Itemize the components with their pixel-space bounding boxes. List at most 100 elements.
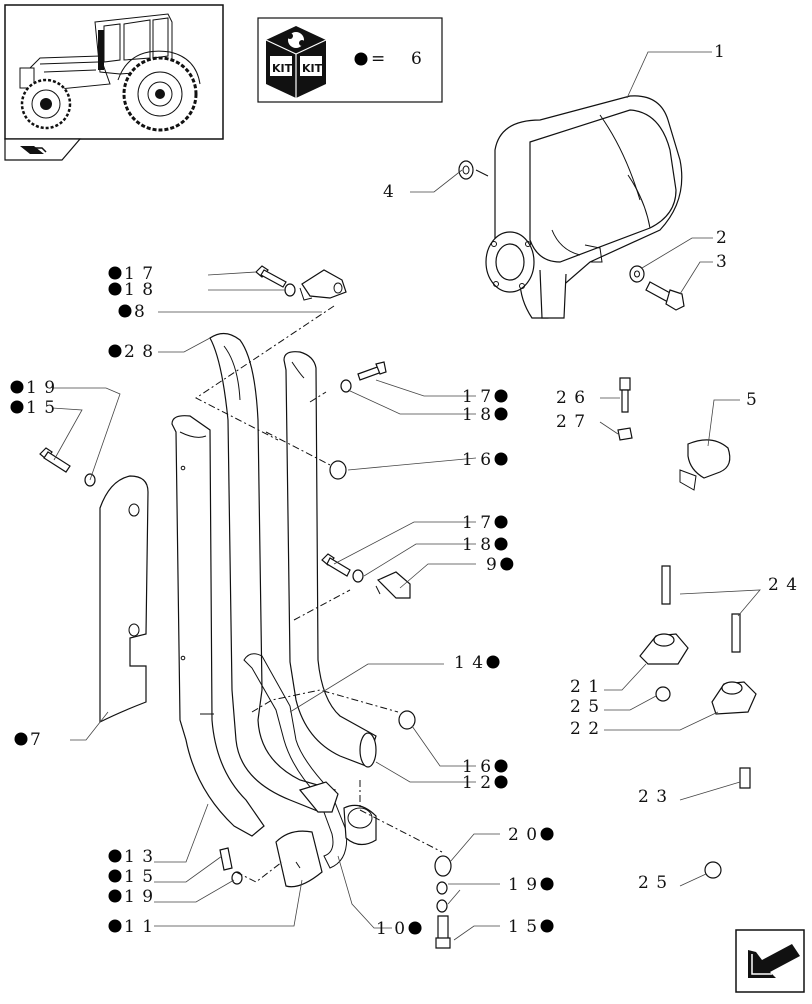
bolt-part-17-lower[interactable]: [321, 553, 351, 577]
callout-c17c[interactable]: 1 7: [462, 513, 508, 533]
bolt-part-15-left[interactable]: [39, 447, 71, 473]
callout-c19c[interactable]: 1 9: [108, 887, 155, 907]
rubber-bushing-part-4[interactable]: [458, 160, 474, 180]
callout-c24[interactable]: 2 4: [768, 575, 798, 595]
spacer-part-25-lower[interactable]: [704, 861, 722, 879]
bracket-part-9[interactable]: [375, 571, 411, 599]
callout-c21[interactable]: 2 1: [570, 677, 600, 697]
muffler-part[interactable]: [475, 95, 683, 319]
nut-part-27[interactable]: [617, 427, 633, 441]
callout-number: 2 5: [638, 873, 668, 893]
spacer-part-25-upper[interactable]: [655, 686, 671, 702]
bracket-part-10[interactable]: [298, 781, 377, 846]
callout-c18c[interactable]: 1 8: [462, 535, 508, 555]
exhaust-pipe-part-12[interactable]: [283, 351, 377, 768]
kit-dot-icon: [500, 557, 514, 571]
washer-part-18-middle[interactable]: [340, 379, 352, 393]
bolt-part-17-top[interactable]: [255, 265, 287, 288]
exhaust-pipe-part-13[interactable]: [171, 415, 265, 837]
callout-c8[interactable]: 8: [118, 302, 146, 322]
washer-part-19-bottom-2[interactable]: [436, 899, 448, 913]
washer-part-19-bottom[interactable]: [436, 881, 448, 895]
washer-part-18-lower[interactable]: [352, 569, 364, 583]
tractor-thumbnail[interactable]: [4, 4, 224, 140]
washer-part-2[interactable]: [629, 265, 645, 283]
kit-dot-icon: [540, 919, 554, 933]
callout-c17a[interactable]: 1 7: [108, 264, 155, 284]
washer-part-18-top[interactable]: [284, 283, 296, 297]
callout-c2[interactable]: 2: [716, 228, 728, 248]
callout-c17b[interactable]: 1 7: [462, 387, 508, 407]
callout-c26[interactable]: 2 6: [556, 388, 586, 408]
callout-c14[interactable]: 1 4: [454, 653, 500, 673]
bracket-part-8[interactable]: [299, 269, 347, 301]
callout-number: 4: [383, 182, 395, 202]
callout-c25a[interactable]: 2 5: [570, 697, 600, 717]
callout-c15b[interactable]: 1 5: [508, 917, 554, 937]
bolt-part-17-middle[interactable]: [357, 361, 387, 381]
bolt-part-15-lower[interactable]: [219, 847, 233, 871]
pipe-tube-part-14[interactable]: [243, 653, 348, 869]
mount-part-22[interactable]: [711, 681, 757, 715]
callout-number: 1 7: [462, 513, 492, 533]
callout-c28[interactable]: 2 8: [108, 342, 155, 362]
mount-part-21[interactable]: [639, 633, 689, 665]
callout-c7[interactable]: 7: [14, 730, 42, 750]
callout-c12[interactable]: 1 2: [462, 773, 508, 793]
callout-c15c[interactable]: 1 5: [108, 867, 155, 887]
callout-number: 2 0: [508, 825, 538, 845]
callout-c20[interactable]: 2 0: [508, 825, 554, 845]
callout-c16b[interactable]: 1 6: [462, 757, 508, 777]
callout-number: 7: [30, 730, 42, 750]
arrow-down-left-icon: [748, 944, 800, 978]
callout-c23[interactable]: 2 3: [638, 787, 668, 807]
view-tab[interactable]: [4, 138, 82, 161]
callout-c9[interactable]: 9: [486, 555, 514, 575]
kit-value: 6: [411, 49, 422, 69]
bolt-part-24-right[interactable]: [731, 613, 741, 653]
bushing-part-20[interactable]: [434, 855, 452, 877]
kit-equals: =: [371, 49, 385, 69]
callout-c4[interactable]: 4: [383, 182, 395, 202]
bolt-part-24-left[interactable]: [661, 565, 671, 605]
callout-c25b[interactable]: 2 5: [638, 873, 668, 893]
heat-shield-part-7[interactable]: [99, 475, 149, 723]
callout-c3[interactable]: 3: [716, 252, 728, 272]
kit-dot-icon: [494, 759, 508, 773]
callout-c5[interactable]: 5: [746, 390, 758, 410]
callout-c22[interactable]: 2 2: [570, 719, 600, 739]
clamp-part-5[interactable]: [679, 439, 731, 491]
bolt-part-3[interactable]: [645, 281, 685, 311]
pin-part-23[interactable]: [739, 767, 751, 789]
callout-c16a[interactable]: 1 6: [462, 450, 508, 470]
callout-c18b[interactable]: 1 8: [462, 405, 508, 425]
exhaust-pipe-part-28[interactable]: [209, 332, 336, 813]
callout-number: 2 3: [638, 787, 668, 807]
bushing-part-16-lower[interactable]: [398, 710, 416, 730]
callout-number: 1 5: [26, 398, 56, 418]
callout-number: 1 1: [124, 917, 154, 937]
callout-c18a[interactable]: 1 8: [108, 280, 155, 300]
bushing-part-16-upper[interactable]: [329, 460, 347, 480]
callout-number: 8: [134, 302, 146, 322]
bolt-part-15-bottom[interactable]: [435, 915, 451, 949]
callout-c1[interactable]: 1: [714, 42, 726, 62]
next-page-button[interactable]: [735, 929, 805, 993]
callout-number: 1 3: [124, 847, 154, 867]
pipe-elbow-part-11[interactable]: [275, 830, 323, 888]
callout-c15a[interactable]: 1 5: [10, 398, 57, 418]
callout-c19a[interactable]: 1 9: [10, 378, 57, 398]
kit-dot-icon: [14, 732, 28, 746]
callout-c13[interactable]: 1 3: [108, 847, 155, 867]
callout-c27[interactable]: 2 7: [556, 412, 586, 432]
callout-c10[interactable]: 1 0: [376, 919, 422, 939]
kit-badge-left: KIT: [272, 62, 293, 75]
bolt-part-26[interactable]: [619, 377, 631, 413]
callout-c11[interactable]: 1 1: [108, 917, 155, 937]
callout-number: 1 7: [124, 264, 154, 284]
kit-dot-icon: [108, 919, 122, 933]
callout-number: 1 8: [462, 405, 492, 425]
callout-c19b[interactable]: 1 9: [508, 875, 554, 895]
